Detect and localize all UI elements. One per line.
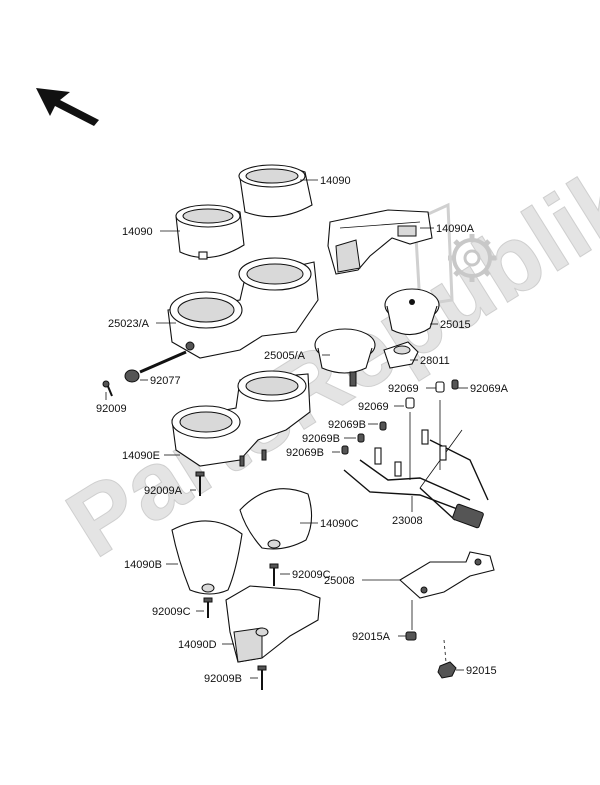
- label-92069B-3: 92069B: [286, 447, 324, 459]
- bulb-sockets-92069: [341, 379, 459, 455]
- label-25005A: 25005/A: [264, 350, 306, 362]
- part-28011: [383, 341, 419, 369]
- label-92009: 92009: [96, 403, 127, 415]
- screw-92009A: [195, 471, 205, 496]
- nut-92015: [437, 661, 457, 679]
- label-92069B-1: 92069B: [328, 419, 366, 431]
- speedometer-25005A: [314, 328, 376, 387]
- arrow-up-left-icon: [36, 88, 99, 126]
- cover-14090A: [327, 209, 433, 275]
- screw-92009B: [257, 665, 267, 690]
- label-25008: 25008: [324, 575, 355, 587]
- meter-case-25023A: [167, 257, 319, 359]
- label-92069A: 92069A: [470, 383, 509, 395]
- tachometer-25015: [384, 288, 440, 336]
- cover-14090-right: [238, 164, 313, 218]
- screw-92009C-upper: [269, 563, 279, 586]
- label-14090E: 14090E: [122, 450, 160, 462]
- label-92009A: 92009A: [144, 485, 183, 497]
- nut-92015A: [405, 631, 417, 641]
- label-25023A: 25023/A: [108, 318, 150, 330]
- cover-14090C: [239, 488, 313, 550]
- cover-14090-left: [175, 204, 245, 260]
- label-14090A: 14090A: [436, 223, 475, 235]
- label-92009C-upper: 92009C: [292, 569, 331, 581]
- label-92009C-lower: 92009C: [152, 606, 191, 618]
- label-23008: 23008: [392, 515, 423, 527]
- label-14090C: 14090C: [320, 518, 359, 530]
- leader-lines: [105, 179, 468, 679]
- label-14090-left: 14090: [122, 226, 153, 238]
- label-92015: 92015: [466, 665, 497, 677]
- label-14090D: 14090D: [178, 639, 217, 651]
- label-92069B-2: 92069B: [302, 433, 340, 445]
- label-92077: 92077: [150, 375, 181, 387]
- screw-92009: [102, 380, 113, 397]
- part-labels: 14090 14090 14090A 25023/A 25015 25005/A…: [96, 175, 509, 685]
- cover-14090B: [171, 520, 243, 595]
- label-92009B: 92009B: [204, 673, 242, 685]
- bracket-25008: [399, 551, 495, 599]
- screw-92009C-lower: [203, 597, 213, 618]
- bolt-92077: [124, 350, 187, 383]
- label-92015A: 92015A: [352, 631, 391, 643]
- watermark-frame: [413, 202, 454, 307]
- cover-14090D: [225, 585, 321, 663]
- label-25015: 25015: [440, 319, 471, 331]
- label-92069-mid: 92069: [358, 401, 389, 413]
- label-92069-top: 92069: [388, 383, 419, 395]
- lower-case-14090E: [171, 370, 311, 467]
- wiring-harness-23008: [343, 400, 489, 529]
- label-28011: 28011: [420, 355, 450, 367]
- label-14090B: 14090B: [124, 559, 162, 571]
- label-14090-right: 14090: [320, 175, 351, 187]
